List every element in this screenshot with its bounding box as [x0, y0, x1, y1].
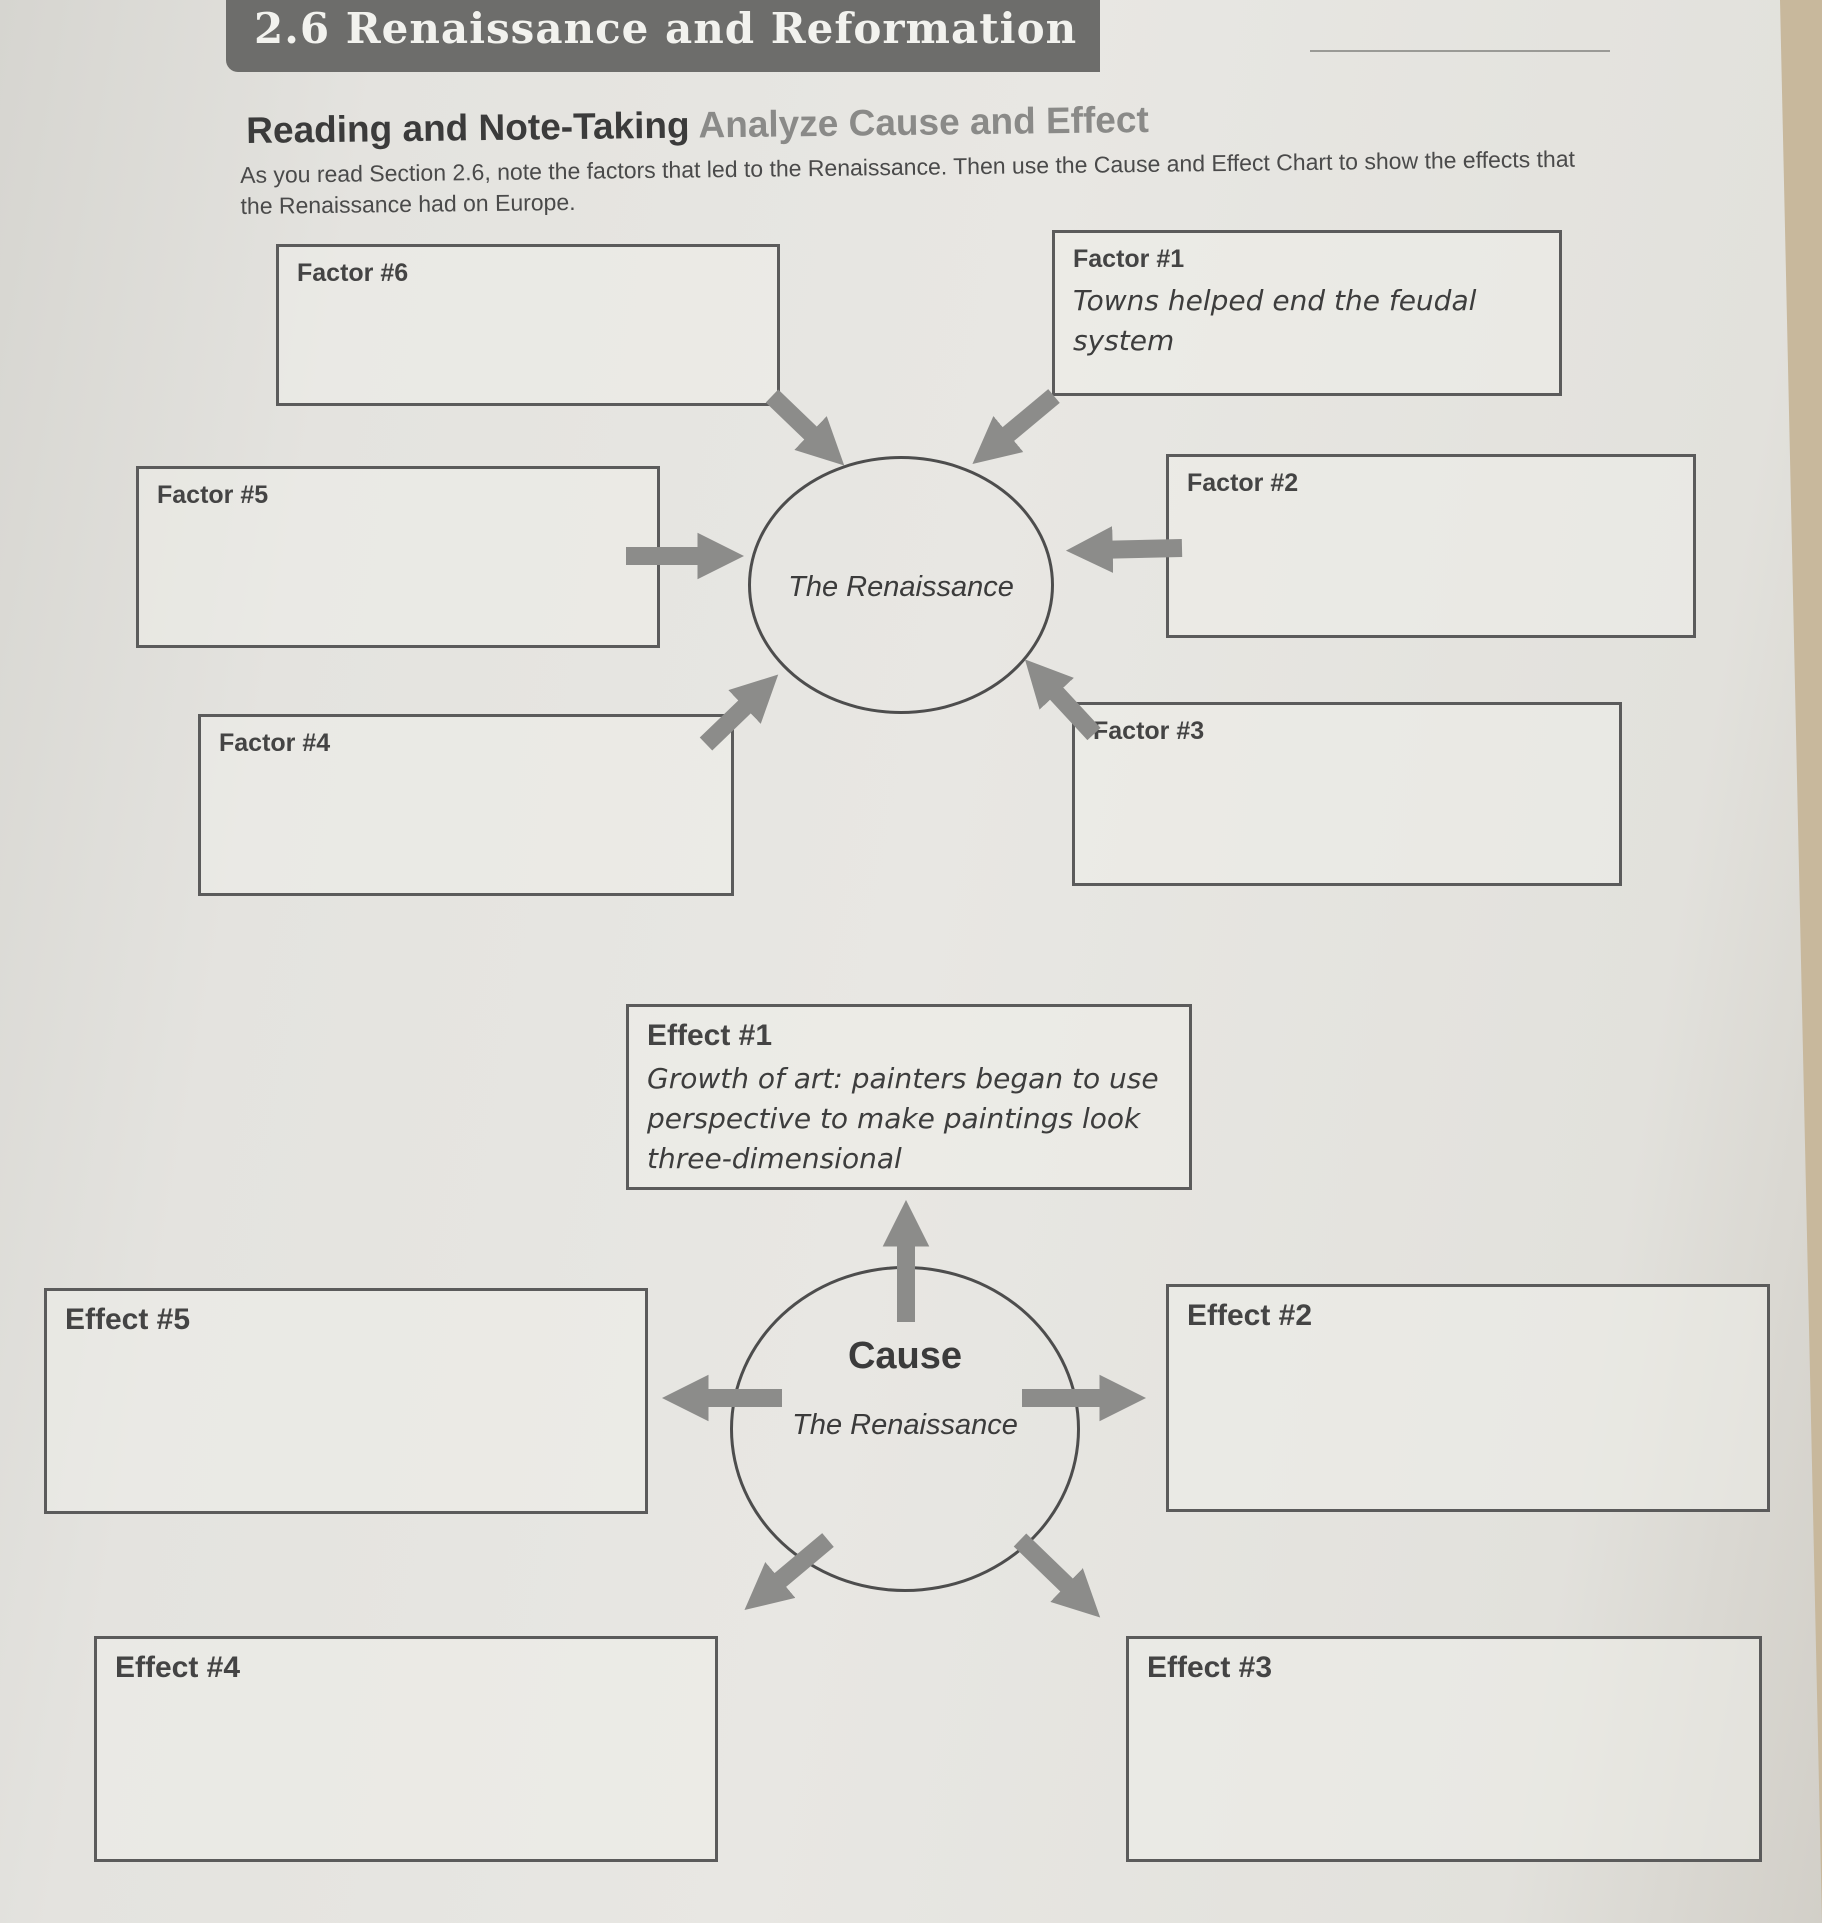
- factor-1-label: Factor #1: [1073, 245, 1185, 273]
- arrow-cause-to-effect4: [744, 1533, 834, 1611]
- arrow-factor2-to-center: [1065, 526, 1183, 573]
- factor-6-box[interactable]: Factor #6: [276, 244, 780, 406]
- arrow-cause-to-effect3: [1013, 1533, 1101, 1618]
- effect-2-box[interactable]: Effect #2: [1166, 1284, 1770, 1512]
- factor-5-label: Factor #5: [157, 481, 269, 509]
- section-header-band: [226, 0, 1100, 72]
- effect-2-label: Effect #2: [1187, 1299, 1313, 1332]
- factor-6-label: Factor #6: [297, 259, 409, 287]
- effect-1-box[interactable]: Effect #1 Growth of art: painters began …: [626, 1004, 1192, 1190]
- effect-1-answer: Growth of art: painters began to use per…: [647, 1062, 1159, 1175]
- effect-3-box[interactable]: Effect #3: [1126, 1636, 1762, 1862]
- renaissance-factors-circle: The Renaissance: [748, 456, 1054, 714]
- effect-4-box[interactable]: Effect #4: [94, 1636, 718, 1862]
- factor-1-answer: Towns helped end the feudal system: [1073, 284, 1477, 357]
- effect-4-label: Effect #4: [115, 1651, 241, 1684]
- header-rule: [1310, 50, 1610, 52]
- effect-3-label: Effect #3: [1147, 1651, 1273, 1684]
- arrow-factor3-to-center: [1024, 659, 1101, 741]
- section-title: 2.6 Renaissance and Reformation: [254, 4, 1078, 53]
- arrow-factor1-to-center: [972, 389, 1060, 464]
- arrow-factor6-to-center: [765, 389, 845, 466]
- effect-5-label: Effect #5: [65, 1303, 191, 1336]
- renaissance-factors-center-text: The Renaissance: [788, 571, 1014, 603]
- effect-1-label: Effect #1: [647, 1019, 773, 1052]
- cause-label: Cause: [847, 1335, 963, 1377]
- factor-4-box[interactable]: Factor #4: [198, 714, 734, 896]
- factor-4-label: Factor #4: [219, 729, 331, 757]
- factor-3-label: Factor #3: [1093, 717, 1205, 745]
- factor-1-box[interactable]: Factor #1 Towns helped end the feudal sy…: [1052, 230, 1562, 396]
- effect-5-box[interactable]: Effect #5: [44, 1288, 648, 1514]
- factor-2-label: Factor #2: [1187, 469, 1299, 497]
- factor-2-box[interactable]: Factor #2: [1166, 454, 1696, 638]
- cause-center-text: The Renaissance: [792, 1409, 1018, 1441]
- arrow-factor4-to-center: [699, 674, 779, 751]
- factor-3-box[interactable]: Factor #3: [1072, 702, 1622, 886]
